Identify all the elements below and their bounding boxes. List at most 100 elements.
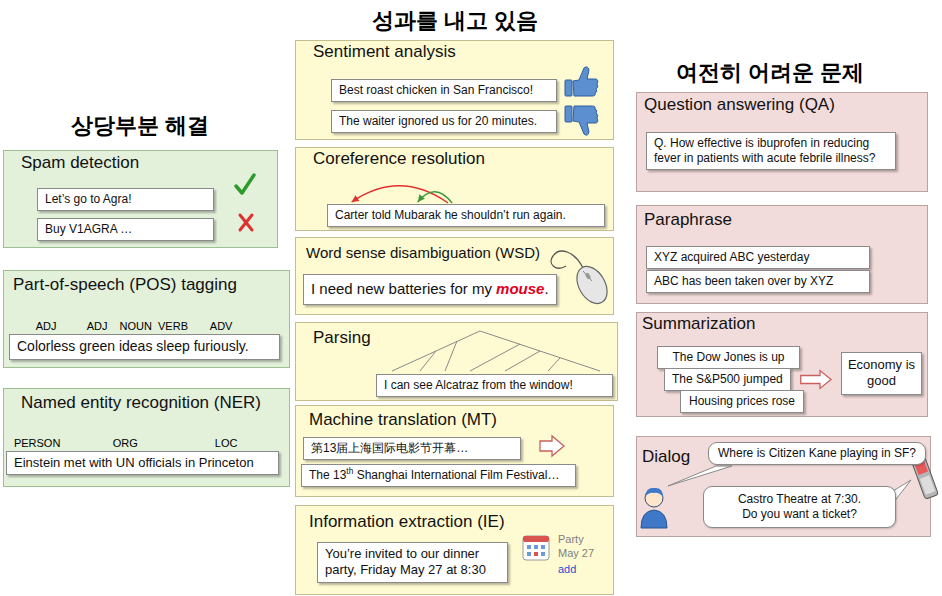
parse-tree xyxy=(480,331,600,371)
phone-icon xyxy=(915,461,928,475)
example-box: The waiter ignored us for 20 minutes. xyxy=(331,110,557,133)
coreference-arrowhead xyxy=(418,194,425,202)
example-text: Where is Citizen Kane playing in SF? xyxy=(716,446,918,461)
task-panel: Spam detectionLet’s go to Agra!Buy V1AGR… xyxy=(3,150,278,248)
panel-heading: Word sense disambiguation (WSD) xyxy=(306,243,540,263)
calendar-icon xyxy=(534,545,538,549)
phone-icon xyxy=(912,457,939,499)
task-panel: Dialog Where is Citizen Kane playing in S… xyxy=(636,436,931,537)
panel-heading: Coreference resolution xyxy=(313,149,485,169)
example-text: The waiter ignored us for 20 minutes. xyxy=(339,114,549,129)
translation-arrow xyxy=(540,436,564,456)
example-text: You’re invited to our dinner party, Frid… xyxy=(325,546,500,579)
example-box: XYZ acquired ABC yesterday xyxy=(646,246,870,269)
example-box: Buy V1AGRA … xyxy=(37,218,214,241)
example-box: Let’s go to Agra! xyxy=(37,188,214,211)
example-text: ABC has been taken over by XYZ xyxy=(654,274,862,289)
panel-heading: Paraphrase xyxy=(644,210,732,230)
task-panel: Word sense disambiguation (WSD) I need ne… xyxy=(295,237,614,315)
task-panel: SummarizationThe Dow Jones is up The S&P5… xyxy=(636,312,928,417)
pos-tag: ADJ xyxy=(36,320,57,333)
example-text: 第13届上海国际电影节开幕… xyxy=(311,441,513,456)
parse-tree xyxy=(548,358,560,371)
calendar-icon xyxy=(534,552,538,556)
panel-heading: Question answering (QA) xyxy=(644,95,835,115)
panel-heading: Machine translation (MT) xyxy=(309,410,497,430)
thumbs-up-icon xyxy=(565,80,572,96)
example-box: Einstein met with UN officials in Prince… xyxy=(6,451,279,475)
coreference-arrowhead xyxy=(352,195,360,202)
translation-arrow xyxy=(540,436,564,456)
pos-tag: ADV xyxy=(210,320,233,333)
panel-heading: Part-of-speech (POS) tagging xyxy=(13,275,237,295)
example-text: Let’s go to Agra! xyxy=(45,192,206,207)
example-box: The S&P500 jumped xyxy=(664,368,791,391)
example-text: I can see Alcatraz from the window! xyxy=(384,378,605,393)
example-box: Best roast chicken in San Francisco! xyxy=(331,79,557,102)
panel-heading: Dialog xyxy=(642,447,690,467)
example-box: Housing prices rose xyxy=(680,390,804,413)
cross-mark xyxy=(240,215,252,230)
mouse-illustration xyxy=(583,271,592,281)
panel-heading: Summarization xyxy=(642,314,755,334)
calendar-icon xyxy=(523,536,549,560)
panel-heading: Sentiment analysis xyxy=(313,42,456,62)
example-box: Colorless green ideas sleep furiously. xyxy=(9,334,280,360)
example-text: Q. How effective is ibuprofen in reducin… xyxy=(654,136,888,166)
example-box: ABC has been taken over by XYZ xyxy=(646,270,870,293)
parse-tree xyxy=(505,351,540,371)
example-text: Einstein met with UN officials in Prince… xyxy=(14,455,271,471)
example-box: Q. How effective is ibuprofen in reducin… xyxy=(646,132,896,170)
thumbs-down-icon xyxy=(565,106,572,122)
pos-tag: NOUN xyxy=(119,320,151,333)
example-box: The Dow Jones is up xyxy=(657,346,800,369)
calendar-text: May 27 xyxy=(558,547,594,560)
example-box: The 13th Shanghai International Film Fes… xyxy=(301,464,576,487)
example-text: I need new batteries for my mouse. xyxy=(311,280,549,299)
example-text: Housing prices rose xyxy=(688,394,796,409)
block-arrow xyxy=(801,371,831,389)
calendar-icon xyxy=(541,552,545,556)
thumbs-up-icon xyxy=(565,67,598,96)
person-icon xyxy=(645,489,663,507)
example-text: Economy is good xyxy=(846,357,917,390)
calendar-icon xyxy=(527,545,531,549)
example-text: The Dow Jones is up xyxy=(665,350,792,365)
example-box: I need new batteries for my mouse. xyxy=(303,274,557,305)
calendar-icon xyxy=(523,536,549,560)
mouse-illustration xyxy=(571,261,614,309)
parse-tree xyxy=(420,351,436,371)
column-header: 여전히 어려운 문제 xyxy=(676,60,864,86)
panel-heading: Information extraction (IE) xyxy=(309,512,505,532)
thumbs-up-icon xyxy=(573,67,598,96)
task-panel: Sentiment analysisBest roast chicken in … xyxy=(295,40,614,140)
example-box: 第13届上海国际电影节开幕… xyxy=(303,437,521,460)
bubble-tail xyxy=(668,466,911,503)
mouse-illustration xyxy=(551,251,613,309)
panel-heading: Named entity recognition (NER) xyxy=(21,393,261,413)
task-panel: Machine translation (MT) 第13届上海国际电影节开幕… Th… xyxy=(295,405,614,497)
calendar-icon xyxy=(541,545,545,549)
task-panel: Part-of-speech (POS) taggingColorless gr… xyxy=(3,270,290,368)
mouse-illustration xyxy=(585,272,592,280)
calendar-text: Party xyxy=(558,533,584,546)
example-box: I can see Alcatraz from the window! xyxy=(376,374,613,397)
bubble-tail xyxy=(893,480,911,503)
example-text: The S&P500 jumped xyxy=(672,372,783,387)
parse-tree xyxy=(470,344,520,371)
person-icon xyxy=(641,488,667,528)
task-panel: Coreference resolutionCarter told Mubara… xyxy=(295,147,614,231)
calendar-icon xyxy=(523,536,549,542)
example-box: Economy is good xyxy=(841,352,922,395)
example-box: You’re invited to our dinner party, Frid… xyxy=(317,542,508,583)
thumbs-down-icon xyxy=(573,106,598,135)
person-icon xyxy=(645,488,663,497)
bubble-tail xyxy=(668,466,732,486)
mouse-illustration xyxy=(551,251,583,268)
calendar-link: add xyxy=(558,563,576,576)
pos-tag: VERB xyxy=(158,320,188,333)
example-text: XYZ acquired ABC yesterday xyxy=(654,250,862,265)
example-text: Colorless green ideas sleep furiously. xyxy=(17,338,272,356)
